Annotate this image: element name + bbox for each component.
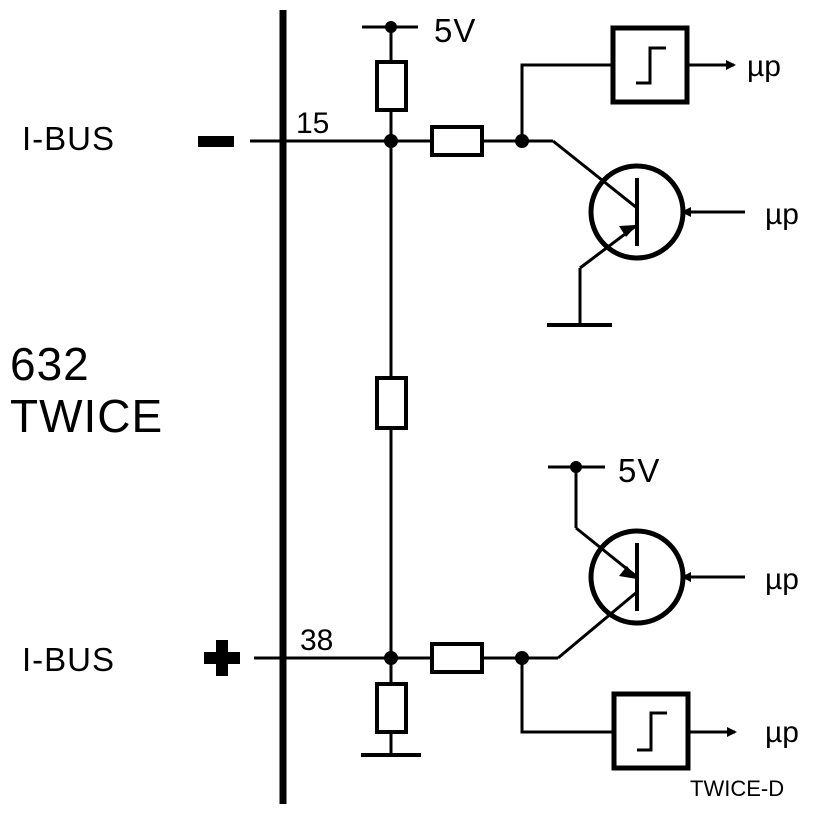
minus-sign-icon (198, 136, 234, 147)
uc-label-transistor-bottom: µp (765, 563, 799, 596)
supply-bottom-label: 5V (618, 452, 660, 489)
pulldown-resistor (375, 682, 408, 734)
series-resistor-bottom (430, 642, 484, 674)
junction-pin38 (384, 651, 398, 665)
module-label-number: 632 (10, 338, 90, 390)
schmitt-trigger-bottom-icon (611, 691, 691, 771)
plus-sign-icon (204, 640, 240, 676)
pullup-resistor (375, 60, 408, 112)
divider-resistor (375, 376, 408, 430)
schmitt-trigger-top-icon (610, 25, 690, 105)
ibus-plus-label: I-BUS (22, 641, 115, 678)
junction-pin15 (384, 134, 398, 148)
figure-id-label: TWICE-D (690, 776, 784, 801)
schmitt-bottom-input (520, 658, 614, 734)
module-label-name: TWICE (10, 390, 163, 442)
uc-label-schmitt-top: µp (747, 50, 781, 83)
transistor-bottom-icon (557, 526, 686, 660)
schmitt-top-input (520, 63, 613, 141)
series-resistor-top (430, 125, 484, 157)
pin-38-label: 38 (300, 624, 333, 657)
supply-top-label: 5V (434, 12, 476, 49)
pin-15-label: 15 (296, 107, 329, 140)
transistor-top-icon (552, 139, 686, 270)
ibus-minus-label: I-BUS (22, 120, 115, 157)
uc-label-schmitt-bottom: µp (765, 716, 799, 749)
uc-label-transistor-top: µp (765, 198, 799, 231)
